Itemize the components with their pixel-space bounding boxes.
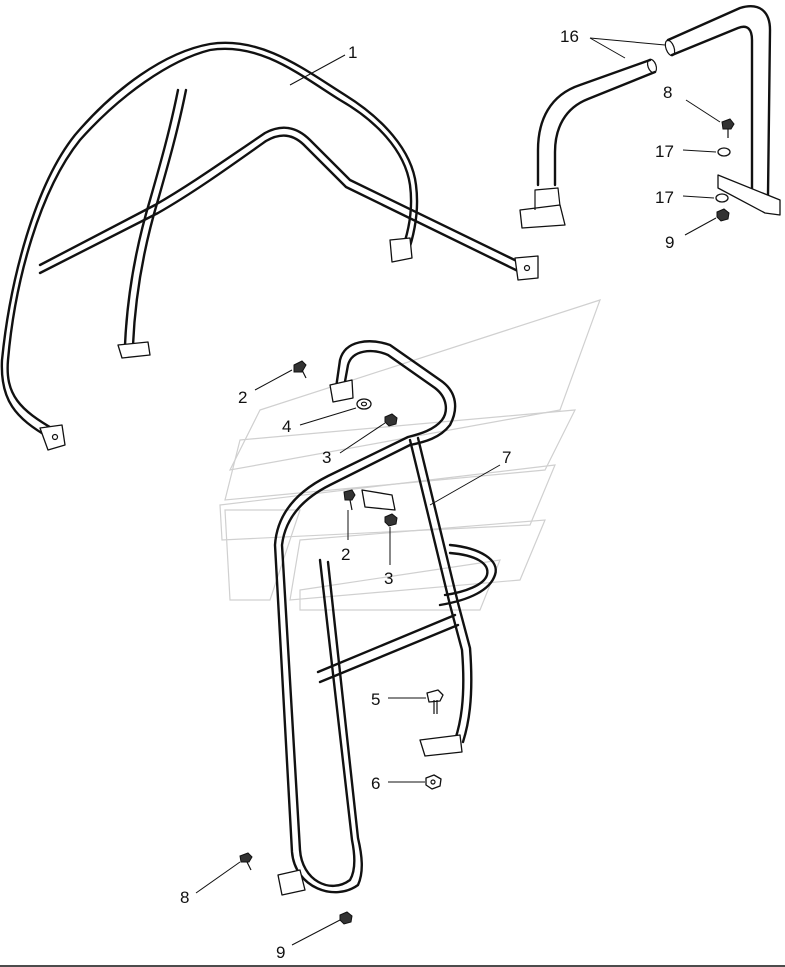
callout-3-lower: 3: [384, 569, 393, 588]
callout-9-upper: 9: [665, 233, 674, 252]
callout-8-lower: 8: [180, 888, 189, 907]
nut-3b: [384, 513, 398, 527]
callout-17-lower: 17: [655, 188, 674, 207]
callout-5: 5: [371, 690, 380, 709]
washer-17b: [715, 193, 729, 203]
callout-6: 6: [371, 774, 380, 793]
washer-4: [356, 398, 372, 410]
callout-3-upper: 3: [322, 448, 331, 467]
callout-16: 16: [560, 27, 579, 46]
callout-2-lower: 2: [341, 545, 350, 564]
bolt-2a: [293, 360, 307, 379]
callout-4: 4: [282, 417, 291, 436]
nut-3a: [384, 413, 398, 427]
callout-17-upper: 17: [655, 142, 674, 161]
upper-tube-pair: [519, 5, 781, 229]
fasteners: [239, 118, 735, 925]
callout-9-lower: 9: [276, 943, 285, 962]
nut-6: [425, 774, 442, 790]
bolt-5: [426, 689, 444, 714]
watermark-logo: [219, 299, 601, 611]
callout-labels: 1 16 8 17 17 9 2 4 3 7 2 3 5 6 8 9: [180, 27, 674, 962]
bolt-8a: [721, 118, 735, 138]
callout-7: 7: [502, 448, 511, 467]
bolt-2b: [343, 489, 356, 511]
roll-bar-frame: [0, 41, 539, 451]
nut-9b: [339, 911, 353, 925]
leader-lines: [195, 54, 721, 946]
callout-2-upper: 2: [238, 388, 247, 407]
callout-8-upper: 8: [663, 83, 672, 102]
bolt-8b: [239, 852, 253, 871]
callout-1: 1: [348, 43, 357, 62]
nut-9a: [716, 208, 730, 222]
washer-17a: [717, 147, 731, 157]
front-guard-frame: [273, 340, 497, 896]
